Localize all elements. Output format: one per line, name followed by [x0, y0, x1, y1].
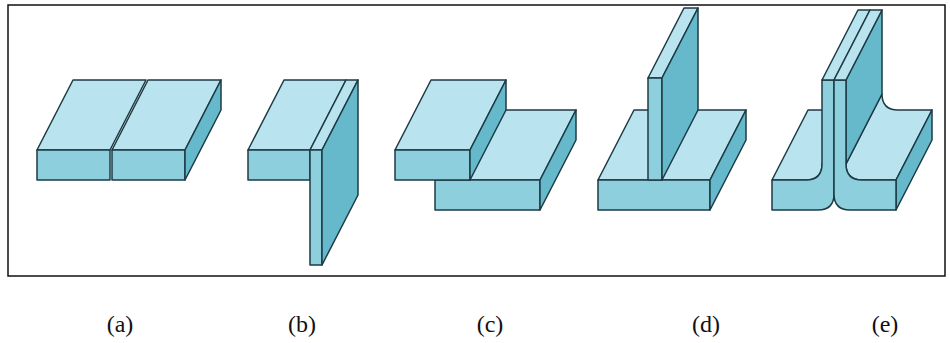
frame-border	[8, 5, 945, 276]
figure-label: (c)	[477, 312, 504, 336]
figure-label: (e)	[872, 312, 899, 336]
tee-joint	[598, 8, 746, 210]
lap-joint	[395, 80, 576, 210]
corner-joint	[248, 80, 358, 265]
edge-joint	[772, 10, 932, 210]
figure-label: (b)	[288, 312, 316, 336]
butt-joint	[37, 80, 221, 180]
figure-label: (d)	[692, 312, 720, 336]
figure-label: (a)	[107, 312, 134, 336]
